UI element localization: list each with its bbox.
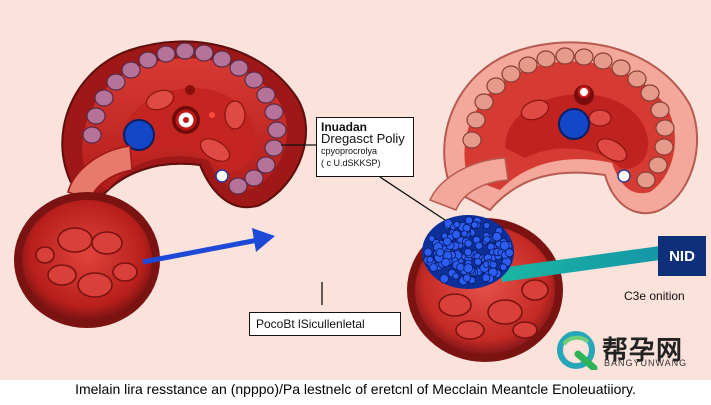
policy-label-line4: ( c U.dSKKSP) bbox=[321, 158, 381, 168]
clot-cluster bbox=[422, 215, 514, 289]
left-artery-section bbox=[14, 192, 160, 328]
left-cell-ring bbox=[82, 42, 287, 195]
watermark-title: 帮孕网 bbox=[602, 336, 684, 366]
policy-label-line1: Inuadan bbox=[321, 120, 368, 134]
right-tissue bbox=[443, 41, 699, 215]
right-nucleus bbox=[558, 108, 590, 140]
nid-label-text: NID bbox=[669, 248, 695, 265]
left-nucleus bbox=[123, 119, 155, 151]
nid-label-box: NID bbox=[658, 236, 706, 276]
policy-label-box: Inuadan Dregasct Poliy cpyoprocrolya ( c… bbox=[316, 117, 414, 177]
watermark: 帮孕网 BANGYUNWANG bbox=[556, 330, 696, 372]
policy-label-line2: Dregasct Poliy bbox=[321, 131, 405, 146]
watermark-logo-icon bbox=[557, 331, 598, 372]
flow-arrow-icon bbox=[142, 228, 275, 265]
possible-label-box: PocoBt lSicullenletal bbox=[249, 312, 401, 336]
watermark-subtitle: BANGYUNWANG bbox=[604, 358, 688, 368]
condition-label: C3e onition bbox=[624, 289, 685, 303]
caption: Imelain lira resstance an (npppo)/Pa les… bbox=[75, 381, 636, 397]
connector-band bbox=[500, 246, 660, 282]
policy-label-line3: cpyoprocrolya bbox=[321, 146, 378, 156]
possible-label-text: PocoBt lSicullenletal bbox=[256, 317, 365, 331]
